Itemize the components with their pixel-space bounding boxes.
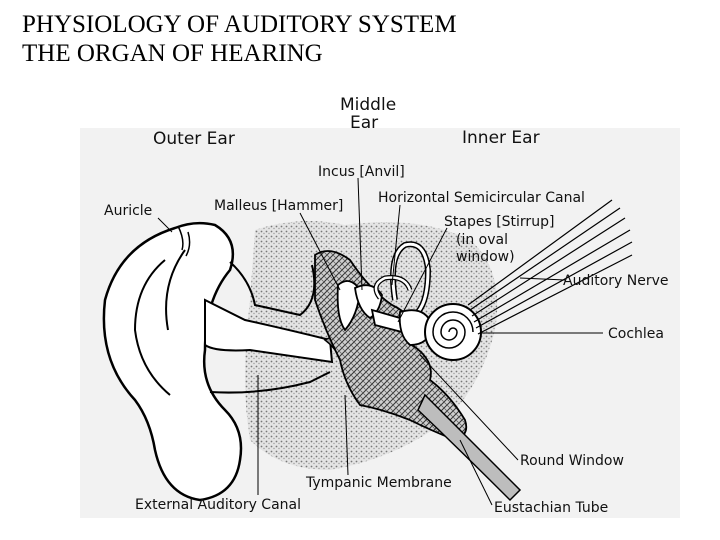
label-tympanic-membrane: Tympanic Membrane	[305, 475, 452, 491]
section-label-middle-ear-line2: Ear	[350, 113, 378, 133]
pointer-auditory-nerve	[519, 277, 566, 281]
label-round-window: Round Window	[520, 453, 624, 469]
title-line-2: THE ORGAN OF HEARING	[22, 40, 323, 67]
section-label-inner-ear: Inner Ear	[462, 128, 540, 148]
antihelix-detail	[177, 225, 191, 257]
label-stapes: Stapes [Stirrup]	[444, 214, 554, 230]
label-auditory-nerve: Auditory Nerve	[563, 273, 669, 289]
label-cochlea: Cochlea	[608, 326, 664, 342]
cochlea-spiral	[432, 311, 474, 349]
auricle-shape	[102, 221, 243, 502]
label-auricle: Auricle	[104, 203, 152, 219]
pointer-incus	[357, 177, 363, 291]
eustachian-tube-shape	[417, 393, 522, 502]
label-external-canal: External Auditory Canal	[135, 497, 301, 513]
auricle-inner-fold	[133, 249, 186, 396]
label-oval-window-line2: window)	[456, 249, 515, 265]
pointer-round-window	[419, 354, 519, 461]
title-block: PHYSIOLOGY OF AUDITORY SYSTEM THE ORGAN …	[22, 10, 457, 68]
label-horizontal-canal: Horizontal Semicircular Canal	[378, 190, 585, 206]
section-label-outer-ear: Outer Ear	[153, 129, 235, 149]
pointer-horizontal-canal	[391, 204, 401, 286]
pointer-tympanic	[344, 394, 349, 476]
semicircular-canal-horizontal-inner	[374, 276, 412, 299]
pointer-malleus	[299, 212, 341, 291]
malleus-shape	[336, 280, 361, 332]
pointer-stapes	[397, 227, 448, 323]
canal-floor-line	[209, 371, 331, 394]
auditory-nerve-fibers	[467, 199, 633, 335]
pointer-eustachian	[459, 439, 493, 506]
label-incus: Incus [Anvil]	[318, 164, 405, 180]
label-malleus: Malleus [Hammer]	[214, 198, 343, 214]
title-line-1: PHYSIOLOGY OF AUDITORY SYSTEM	[22, 11, 457, 38]
label-oval-window-line1: (in oval	[456, 232, 508, 248]
external-canal-shape	[204, 298, 334, 364]
pointer-auricle	[157, 217, 173, 233]
pointer-lines	[157, 177, 603, 506]
label-eustachian-tube: Eustachian Tube	[494, 500, 608, 516]
section-label-middle-ear-line1: Middle	[340, 95, 396, 115]
